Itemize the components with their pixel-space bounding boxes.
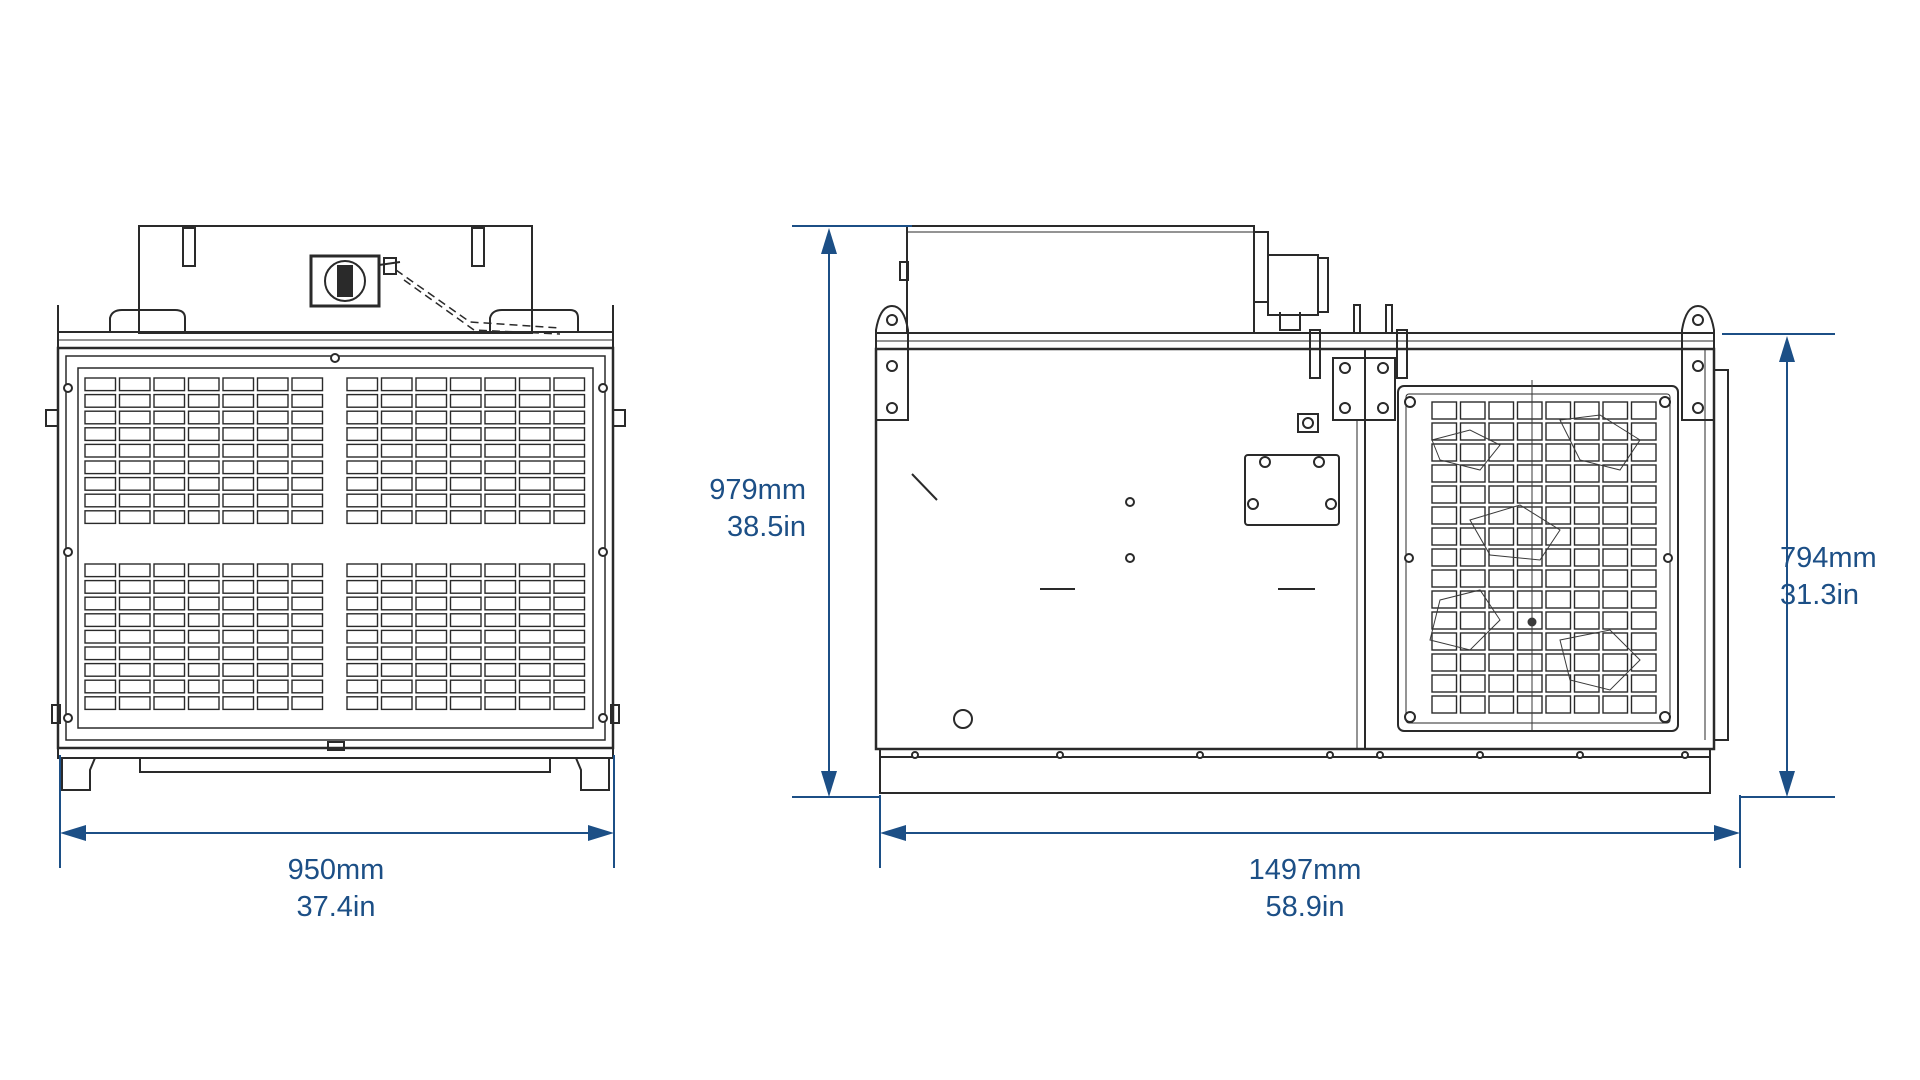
frame-height-mm: 794mm — [1780, 542, 1877, 574]
frame-height-label: 794mm 31.3in — [1780, 540, 1920, 614]
frame-height-in: 31.3in — [1780, 579, 1860, 611]
front-view — [45, 225, 626, 791]
side-width-mm: 1497mm — [1248, 854, 1362, 886]
overall-height-mm: 979mm — [709, 474, 806, 506]
dimension-lines — [59, 225, 1835, 868]
side-width-in: 58.9in — [1265, 891, 1345, 923]
front-width-label: 950mm 37.4in — [226, 852, 446, 926]
side-view — [874, 225, 1729, 794]
side-width-label: 1497mm 58.9in — [1195, 852, 1415, 926]
overall-height-in: 38.5in — [726, 511, 806, 543]
front-width-in: 37.4in — [296, 891, 376, 923]
overall-height-label: 979mm 38.5in — [660, 472, 806, 546]
front-width-mm: 950mm — [287, 854, 385, 886]
